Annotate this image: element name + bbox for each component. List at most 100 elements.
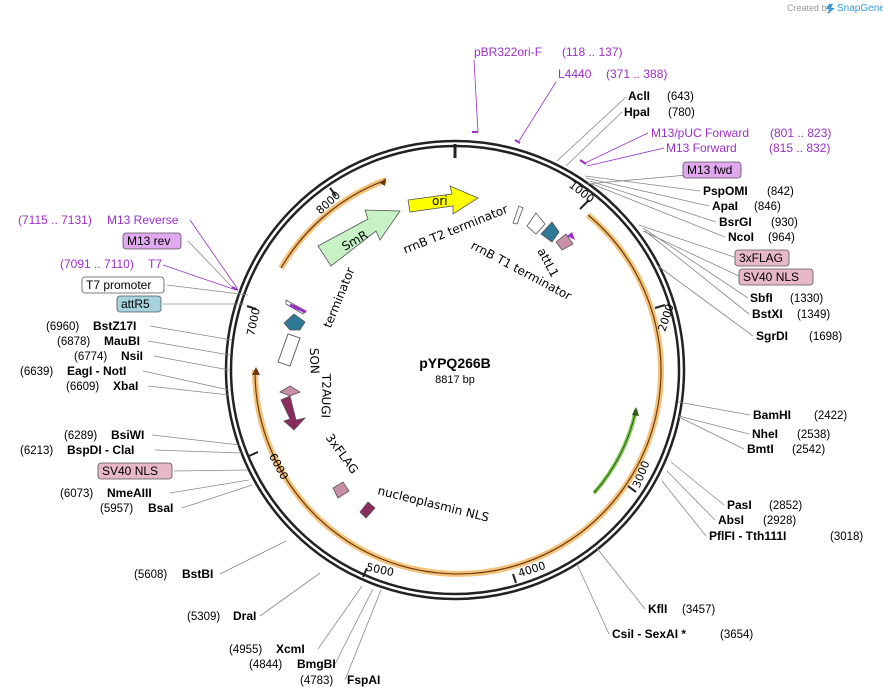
enzyme-eagi[interactable]: EagI - NotI [67, 364, 126, 378]
primer-t7-pos: (7091 .. 7110) [60, 257, 134, 271]
enzyme-xbai[interactable]: XbaI [113, 379, 138, 393]
t2a-label: T2A [319, 373, 334, 398]
primer-m13fwd-pos: (815 .. 832) [769, 141, 830, 155]
box-m13rev[interactable] [122, 232, 182, 250]
enzyme-bsiwi[interactable]: BsiWI [111, 428, 144, 442]
enzyme-bstbi-pos: (5608) [134, 569, 167, 581]
enzyme-hpai[interactable]: HpaI [624, 105, 650, 119]
leader-line [584, 175, 701, 192]
leader-line [661, 480, 707, 537]
enzyme-nsii[interactable]: NsiI [121, 349, 143, 363]
enzyme-fspai[interactable]: FspAI [347, 673, 380, 687]
box-t7promoter[interactable] [81, 276, 165, 294]
box-sv40nls-right[interactable] [738, 268, 814, 286]
leader-line [334, 588, 374, 665]
leader-line [149, 325, 233, 341]
enzyme-bamhi[interactable]: BamHI [753, 408, 791, 422]
box-3xflag[interactable] [734, 249, 790, 267]
enzyme-sgrdi[interactable]: SgrDI [756, 329, 788, 343]
t2a-shape [279, 385, 301, 397]
leader-line [666, 470, 716, 521]
enzyme-xbai-pos: (6609) [66, 381, 99, 393]
feature-boxes: M13 fwd 3xFLAG SV40 NLS M13 rev T7 promo… [81, 161, 814, 480]
leader-line [259, 572, 321, 617]
rrnb-t2-shape [512, 205, 524, 225]
enzyme-absi-pos: (2928) [763, 515, 796, 527]
enzyme-nsii-pos: (6774) [74, 351, 107, 363]
enzyme-pspomi[interactable]: PspOMI [703, 184, 748, 198]
enzyme-acli[interactable]: AclI [628, 89, 650, 103]
enzyme-bsrgi-pos: (930) [771, 217, 798, 229]
enzyme-xcmi[interactable]: XcmI [276, 642, 305, 656]
leader-line [556, 96, 627, 162]
primer-m13puc[interactable]: M13/pUC Forward [651, 126, 749, 140]
flag-shape-bottom [332, 481, 350, 499]
enzyme-bspdi[interactable]: BspDI - ClaI [67, 443, 134, 457]
box-m13fwd-label: M13 fwd [687, 163, 732, 177]
enzyme-bstz17i[interactable]: BstZ17I [93, 319, 136, 333]
flag-shape-top [555, 233, 574, 251]
box-m13fwd[interactable] [682, 161, 742, 179]
nls-shape [359, 501, 376, 519]
primer-pbr322ori[interactable]: pBR322ori-F [474, 45, 542, 59]
enzyme-ncoi[interactable]: NcoI [728, 230, 754, 244]
leader-line [595, 546, 646, 610]
primer-m13fwd[interactable]: M13 Forward [666, 141, 737, 155]
enzyme-sbfi[interactable]: SbfI [750, 291, 773, 305]
leader-line [187, 240, 234, 289]
terminator-label: terminator [321, 265, 358, 329]
enzyme-bmgbi[interactable]: BmgBI [297, 657, 336, 671]
enzyme-csii[interactable]: CsiI - SexAI * [612, 627, 686, 641]
enzyme-bstxi[interactable]: BstXI [752, 307, 783, 321]
leader-line [585, 177, 710, 207]
enzyme-nhei[interactable]: NheI [752, 427, 778, 441]
enzyme-pflfi[interactable]: PflFI - Tth111I [709, 529, 786, 543]
enzyme-apai[interactable]: ApaI [712, 199, 738, 213]
leader-line [154, 449, 243, 454]
attl1-shape [540, 221, 560, 243]
enzyme-bsrgi[interactable]: BsrGI [719, 215, 752, 229]
enzyme-bstxi-pos: (1349) [797, 309, 830, 321]
attr5-shape [283, 313, 306, 331]
box-3xflag-label: 3xFLAG [739, 251, 783, 265]
ori-label: ori [432, 194, 448, 208]
backbone-outer [224, 139, 686, 601]
primer-l4440-pos: (371 .. 388) [606, 67, 667, 81]
enzyme-pasi[interactable]: PasI [727, 498, 752, 512]
green-arc-line [593, 409, 637, 494]
enzyme-drai-pos: (5309) [187, 611, 220, 623]
leader-line [219, 540, 287, 575]
enzyme-nmeaiii[interactable]: NmeAIII [107, 486, 152, 500]
enzyme-kfli[interactable]: KflI [648, 602, 667, 616]
enzyme-bsiwi-pos: (6289) [64, 430, 97, 442]
primer-l4440[interactable]: L4440 [558, 67, 592, 81]
enzyme-bmti[interactable]: BmtI [747, 442, 774, 456]
tick-marks [246, 187, 666, 584]
enzyme-bsai[interactable]: BsaI [148, 501, 173, 515]
enzyme-drai[interactable]: DraI [233, 609, 256, 623]
cds-arc-main [251, 212, 664, 577]
enzyme-fspai-pos: (4783) [300, 675, 333, 687]
box-sv40nls-left[interactable] [97, 462, 173, 480]
box-attr5[interactable] [116, 295, 162, 313]
tick-label-5000: 5000 [365, 561, 395, 580]
box-t7promoter-label: T7 promoter [86, 278, 151, 292]
enzyme-maubi[interactable]: MauBI [104, 334, 140, 348]
leader-line [147, 340, 231, 356]
enzyme-eagi-pos: (6639) [20, 366, 53, 378]
primer-m13puc-pos: (801 .. 823) [770, 126, 831, 140]
credit-brand: SnapGene [837, 3, 883, 14]
enzyme-bstbi[interactable]: BstBI [182, 567, 213, 581]
leader-line [584, 132, 649, 164]
primer-t7[interactable]: T7 [148, 257, 162, 271]
cds-arc-smr-line [280, 179, 387, 269]
tick-label-1000: 1000 [566, 178, 596, 205]
enzyme-bstz17i-pos: (6960) [46, 321, 79, 333]
primer-m13rev[interactable]: M13 Reverse [107, 213, 179, 227]
leader-line [638, 224, 738, 259]
enzyme-absi[interactable]: AbsI [718, 513, 744, 527]
enzyme-bmgbi-pos: (4844) [249, 659, 282, 671]
leader-line [657, 265, 754, 337]
leader-line [586, 147, 665, 167]
